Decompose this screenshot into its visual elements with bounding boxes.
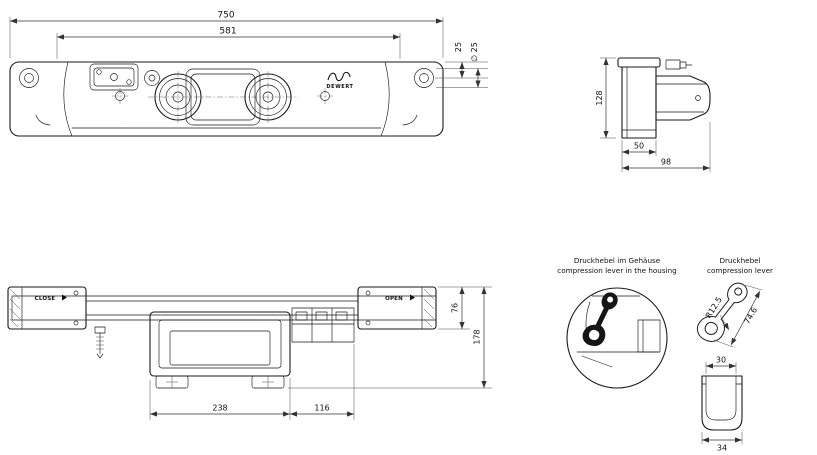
detail-lever-in-housing: Druckhebel im Gehäuse compression lever …	[557, 256, 677, 389]
lever-bracket-front-view	[701, 375, 743, 431]
plan-bleed-screw	[94, 326, 106, 359]
detail-housing-title-de: Druckhebel im Gehäuse	[574, 256, 661, 265]
close-label: CLOSE	[35, 296, 56, 302]
compression-lever-outline	[692, 274, 751, 348]
front-left-pivot-hole	[19, 68, 39, 88]
plan-dimensions: 76 178 238 116	[149, 286, 492, 420]
plan-terminal-block	[291, 307, 355, 343]
front-release-hole	[144, 70, 160, 86]
brand-logo: DEWERT	[326, 71, 353, 90]
bracket-dimension: 34	[701, 432, 743, 453]
close-arrow-icon	[62, 294, 67, 301]
logo-signature-icon	[327, 71, 351, 82]
detail-lever: Druckhebel compression lever R12.5 74.6 …	[692, 256, 773, 453]
port-right	[244, 71, 292, 123]
open-arrow-icon	[410, 294, 415, 301]
front-body-outline	[9, 61, 444, 137]
side-connector-plug	[665, 59, 693, 70]
dim-total-width-label: 750	[217, 11, 234, 21]
lever-dimensions: R12.5 74.6 30	[704, 284, 763, 374]
dim-edge-offset-label: 25	[454, 42, 463, 52]
side-view: 128 50 98	[595, 57, 711, 172]
dim-total-depth-label: 98	[661, 158, 671, 167]
side-dimensions: 128 50 98	[595, 57, 711, 172]
front-right-crosshair-hole	[317, 88, 333, 104]
detail-circle-outline	[566, 287, 668, 389]
housing-wall-section	[637, 319, 661, 353]
front-right-slot	[402, 114, 418, 126]
dim-body-depth-label: 50	[634, 142, 644, 151]
front-mounting-plate	[89, 63, 139, 91]
dim-housing-width-label: 238	[212, 404, 227, 413]
front-left-endcap-seam	[63, 61, 73, 137]
dim-plan-total-depth-label: 178	[473, 329, 482, 344]
dim-height-label: 128	[595, 90, 604, 105]
dim-hole-diameter-label: ∅ 25	[470, 42, 479, 62]
plan-rail	[11, 295, 437, 321]
front-view: DEWERT 750 581 25 ∅ 25	[9, 11, 488, 137]
plan-left-clamp-block: CLOSE	[7, 286, 87, 330]
detail-lever-title-de: Druckhebel	[719, 256, 760, 265]
port-left	[154, 71, 202, 123]
detail-lever-title-en: compression lever	[707, 266, 773, 275]
right-knurl-hatch	[423, 288, 435, 328]
front-dimensions: 750 581 25 ∅ 25	[9, 11, 488, 88]
front-right-endcap-seam	[380, 61, 390, 137]
plan-center-housing	[149, 311, 291, 389]
dim-inner-width-label: 581	[219, 27, 236, 37]
plan-right-clamp-block: OPEN	[357, 286, 437, 330]
dim-outer-width-label: 34	[717, 444, 727, 453]
plan-view: CLOSE OPEN	[7, 286, 492, 420]
dim-rail-depth-label: 76	[451, 303, 460, 313]
left-knurl-hatch	[9, 288, 21, 328]
side-drive-head	[655, 75, 711, 121]
dim-drive-width-label: 116	[314, 404, 329, 413]
dim-length-label: 74.6	[742, 306, 759, 326]
front-left-slot	[35, 114, 51, 126]
logo-brand-text: DEWERT	[326, 84, 353, 90]
open-label: OPEN	[385, 296, 403, 302]
detail-housing-title-en: compression lever in the housing	[557, 266, 676, 275]
front-left-crosshair-hole	[112, 88, 128, 104]
side-top-cap	[617, 57, 661, 68]
dim-inner-width-label: 30	[716, 356, 726, 365]
front-right-pivot-hole	[414, 68, 434, 88]
